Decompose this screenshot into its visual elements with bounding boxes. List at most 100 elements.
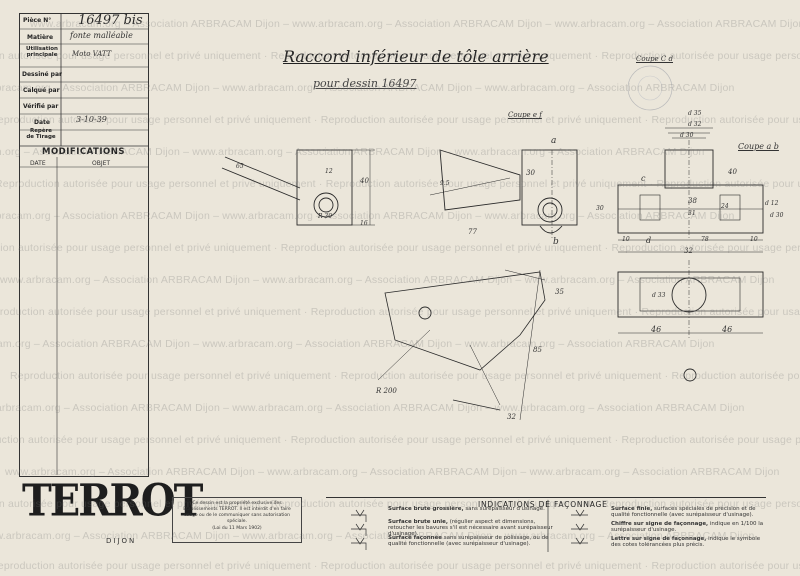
utilisation-label: Utilisation principale [26, 46, 58, 58]
view-middle [429, 149, 578, 240]
watermark-row: Reproduction autorisée pour usage person… [0, 434, 800, 446]
legend-block [326, 497, 766, 551]
watermark-row: www.arbracam.org – Association ARBRACAM … [0, 274, 775, 286]
label-c: c [641, 174, 646, 183]
watermark-row: www.arbracam.org – Association ARBRACAM … [0, 210, 735, 222]
legend-item-5: Chiffre sur signe de façonnage, indique … [611, 521, 771, 533]
dim-30a: 30 [596, 205, 604, 212]
view-left [221, 149, 375, 226]
dim-65: 65 [236, 163, 244, 170]
watermark-row: www.arbracam.org – Association ARBRACAM … [5, 466, 780, 478]
legend-item-2-title: Surface brute unie, [388, 519, 448, 525]
watermark-row: Reproduction autorisée pour usage person… [0, 50, 800, 62]
watermark-row: Reproduction autorisée pour usage person… [0, 560, 800, 572]
dim-40a: 40 [728, 168, 737, 176]
label-b: b [553, 237, 559, 247]
dim-d35: d 35 [688, 110, 702, 117]
modifications-heading: MODIFICATIONS [42, 147, 125, 157]
title-block-grid [19, 13, 149, 148]
dim-12b: 12 [325, 168, 333, 175]
legend-item-6-text: indique le symbole des cotes tolérancées… [611, 536, 761, 548]
drawing-subtitle: pour dessin 16497 [313, 77, 417, 90]
watermark-row: www.arbracam.org – Association ARBRACAM … [0, 82, 735, 94]
dim-32b: 32 [684, 247, 693, 255]
label-coupe-ab: Coupe a b [738, 142, 779, 151]
dim-d33: d 33 [652, 292, 666, 299]
watermark-row: Reproduction autorisée pour usage person… [0, 306, 800, 318]
dim-46a: 46 [651, 325, 662, 334]
dim-d32: d 32 [688, 121, 702, 128]
dim-31: 31 [688, 210, 696, 217]
dim-32c: 32 [507, 413, 516, 421]
modifications-col-date: DATE [30, 160, 46, 167]
dim-40b: 40 [360, 177, 369, 185]
legend-item-6-title: Lettre sur signe de façonnage, [611, 536, 707, 542]
dim-10a: 10 [622, 236, 630, 243]
dim-d12: d 12 [765, 200, 779, 207]
legend-symbols [351, 500, 588, 552]
watermark-row: www.arbracam.org – Association ARBRACAM … [30, 18, 800, 30]
repere-label: Repère de Tirage [26, 128, 56, 140]
dim-46b: 46 [722, 325, 733, 334]
dim-r200: R 200 [376, 387, 397, 395]
terrot-city: DIJON [106, 537, 137, 545]
dim-35b: 35 [555, 288, 564, 296]
dim-d30: d 30 [680, 132, 694, 139]
legend-item-3: Surface façonnée sans surépaisseur de po… [388, 535, 556, 547]
dim-16: 16 [360, 220, 368, 227]
dessine-label: Dessiné par [22, 71, 62, 78]
watermark-row: www.arbracam.org – Association ARBRACAM … [0, 402, 745, 414]
verifie-label: Vérifié par [23, 103, 59, 110]
piece-value: 16497 bis [78, 13, 143, 28]
legend-item-4: Surface finie, surfaces spéciales de pré… [611, 506, 771, 518]
legend-item-4-text: surfaces spéciales de précision et de qu… [611, 506, 756, 518]
dim-38: 38 [688, 197, 697, 205]
calque-label: Calqué par [23, 87, 60, 94]
watermark-row: Reproduction autorisée pour usage person… [0, 498, 800, 510]
label-coupe-cd: Coupe C d [636, 55, 673, 63]
notice-law: (Loi du 11 Mars 1902) [212, 526, 262, 531]
watermark-row: www.arbracam.org – Association ARBRACAM … [0, 146, 705, 158]
label-d: d [646, 236, 652, 245]
dim-r30: R 30 [318, 213, 333, 220]
notice-text: Ce dessin est la propriété exclusive des… [183, 501, 291, 524]
dim-85: 85 [533, 346, 542, 354]
legend-item-1-title: Surface brute grossière, [388, 506, 464, 512]
modifications-grid [19, 157, 148, 475]
piece-label: Pièce N° [23, 17, 52, 24]
legend-item-1: Surface brute grossière, sans surépaisse… [388, 506, 556, 512]
utilisation-value: Moto VATT [72, 50, 112, 58]
watermark-row: Reproduction autorisée pour usage person… [0, 114, 800, 126]
watermark-row: Reproduction autorisée pour usage person… [0, 178, 800, 190]
legend-item-5-title: Chiffre sur signe de façonnage, [611, 521, 709, 527]
modifications-col-objet: OBJET [92, 160, 111, 167]
dim-9-5: 9.5 [440, 180, 450, 187]
legend-item-4-title: Surface finie, [611, 506, 653, 512]
title-block [19, 13, 149, 477]
watermark-row: www.arbracam.org – Association ARBRACAM … [0, 338, 715, 350]
watermark-row: Reproduction autorisée pour usage person… [10, 370, 800, 382]
label-a: a [551, 136, 557, 146]
matiere-value: fonte malléable [70, 31, 133, 40]
drawing-title: Raccord inférieur de tôle arrière [283, 47, 549, 66]
legend-item-2: Surface brute unie, (régulier aspect et … [388, 519, 556, 537]
date-value: 3-10-39 [76, 115, 107, 124]
view-coupe-cd [627, 65, 673, 111]
legend-heading: INDICATIONS DE FAÇONNAGE [478, 500, 608, 509]
label-coupe-ef: Coupe e f [508, 111, 542, 119]
view-bottom [377, 269, 546, 421]
view-right [617, 127, 764, 382]
date-label: Date [34, 119, 50, 126]
dim-30d: 30 [526, 169, 535, 177]
notice-box: Ce dessin est la propriété exclusive des… [172, 497, 302, 543]
legend-item-1-text: sans surépaisseur d'usinage. [465, 506, 545, 512]
legend-item-2-text: (régulier aspect et dimensions, retouche… [388, 519, 553, 537]
legend-item-3-text: sans surépaisseur de polissage, ou de qu… [388, 535, 549, 547]
dim-78: 78 [701, 236, 709, 243]
dim-10b: 10 [750, 236, 758, 243]
legend-item-3-title: Surface façonnée [388, 535, 443, 541]
legend-item-5-text: indique en 1/100 la surépaisseur d'usina… [611, 521, 764, 533]
watermark-row: www.arbracam.org – Association ARBRACAM … [0, 530, 755, 542]
